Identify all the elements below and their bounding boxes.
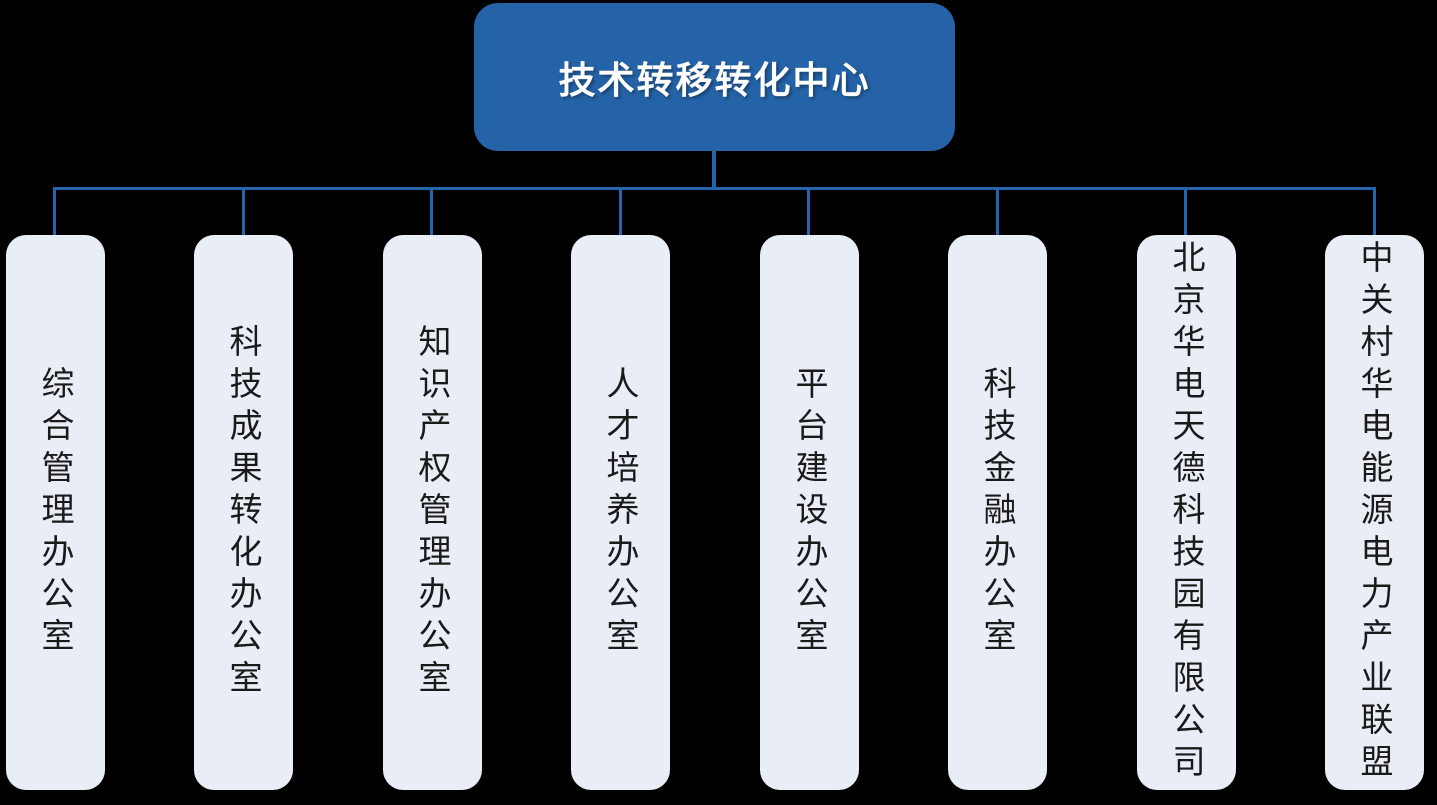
dept-node-label: 中关村华电能源电力产业联盟 [1356, 239, 1393, 786]
dept-node-label: 北京华电天德科技园有限公司 [1168, 239, 1205, 786]
dept-node-platform-construction: 平台建设办公室 [760, 235, 859, 790]
connector-stub-8 [1373, 187, 1376, 235]
connector-trunk [712, 151, 716, 189]
connector-stub-2 [242, 187, 245, 235]
dept-node-label: 知识产权管理办公室 [414, 323, 451, 702]
connector-stub-1 [53, 187, 56, 235]
connector-horizontal [53, 187, 1376, 190]
dept-node-label: 平台建设办公室 [791, 365, 828, 660]
root-node-label: 技术转移转化中心 [558, 60, 871, 101]
dept-node-achievement-transformation: 科技成果转化办公室 [194, 235, 293, 790]
connector-stub-7 [1184, 187, 1187, 235]
dept-node-general-management: 综合管理办公室 [6, 235, 105, 790]
connector-stub-4 [619, 187, 622, 235]
connector-stub-6 [996, 187, 999, 235]
root-node: 技术转移转化中心 [474, 3, 955, 151]
connector-stub-5 [807, 187, 810, 235]
dept-node-ip-management: 知识产权管理办公室 [383, 235, 482, 790]
connector-stub-3 [430, 187, 433, 235]
dept-node-tech-finance: 科技金融办公室 [948, 235, 1047, 790]
dept-node-label: 科技成果转化办公室 [225, 323, 262, 702]
dept-node-zhongguancun-alliance: 中关村华电能源电力产业联盟 [1325, 235, 1424, 790]
dept-node-label: 人才培养办公室 [602, 365, 639, 660]
dept-node-talent-training: 人才培养办公室 [571, 235, 670, 790]
dept-node-huadian-tiande-park: 北京华电天德科技园有限公司 [1137, 235, 1236, 790]
dept-node-label: 综合管理办公室 [37, 365, 74, 660]
dept-node-label: 科技金融办公室 [979, 365, 1016, 660]
